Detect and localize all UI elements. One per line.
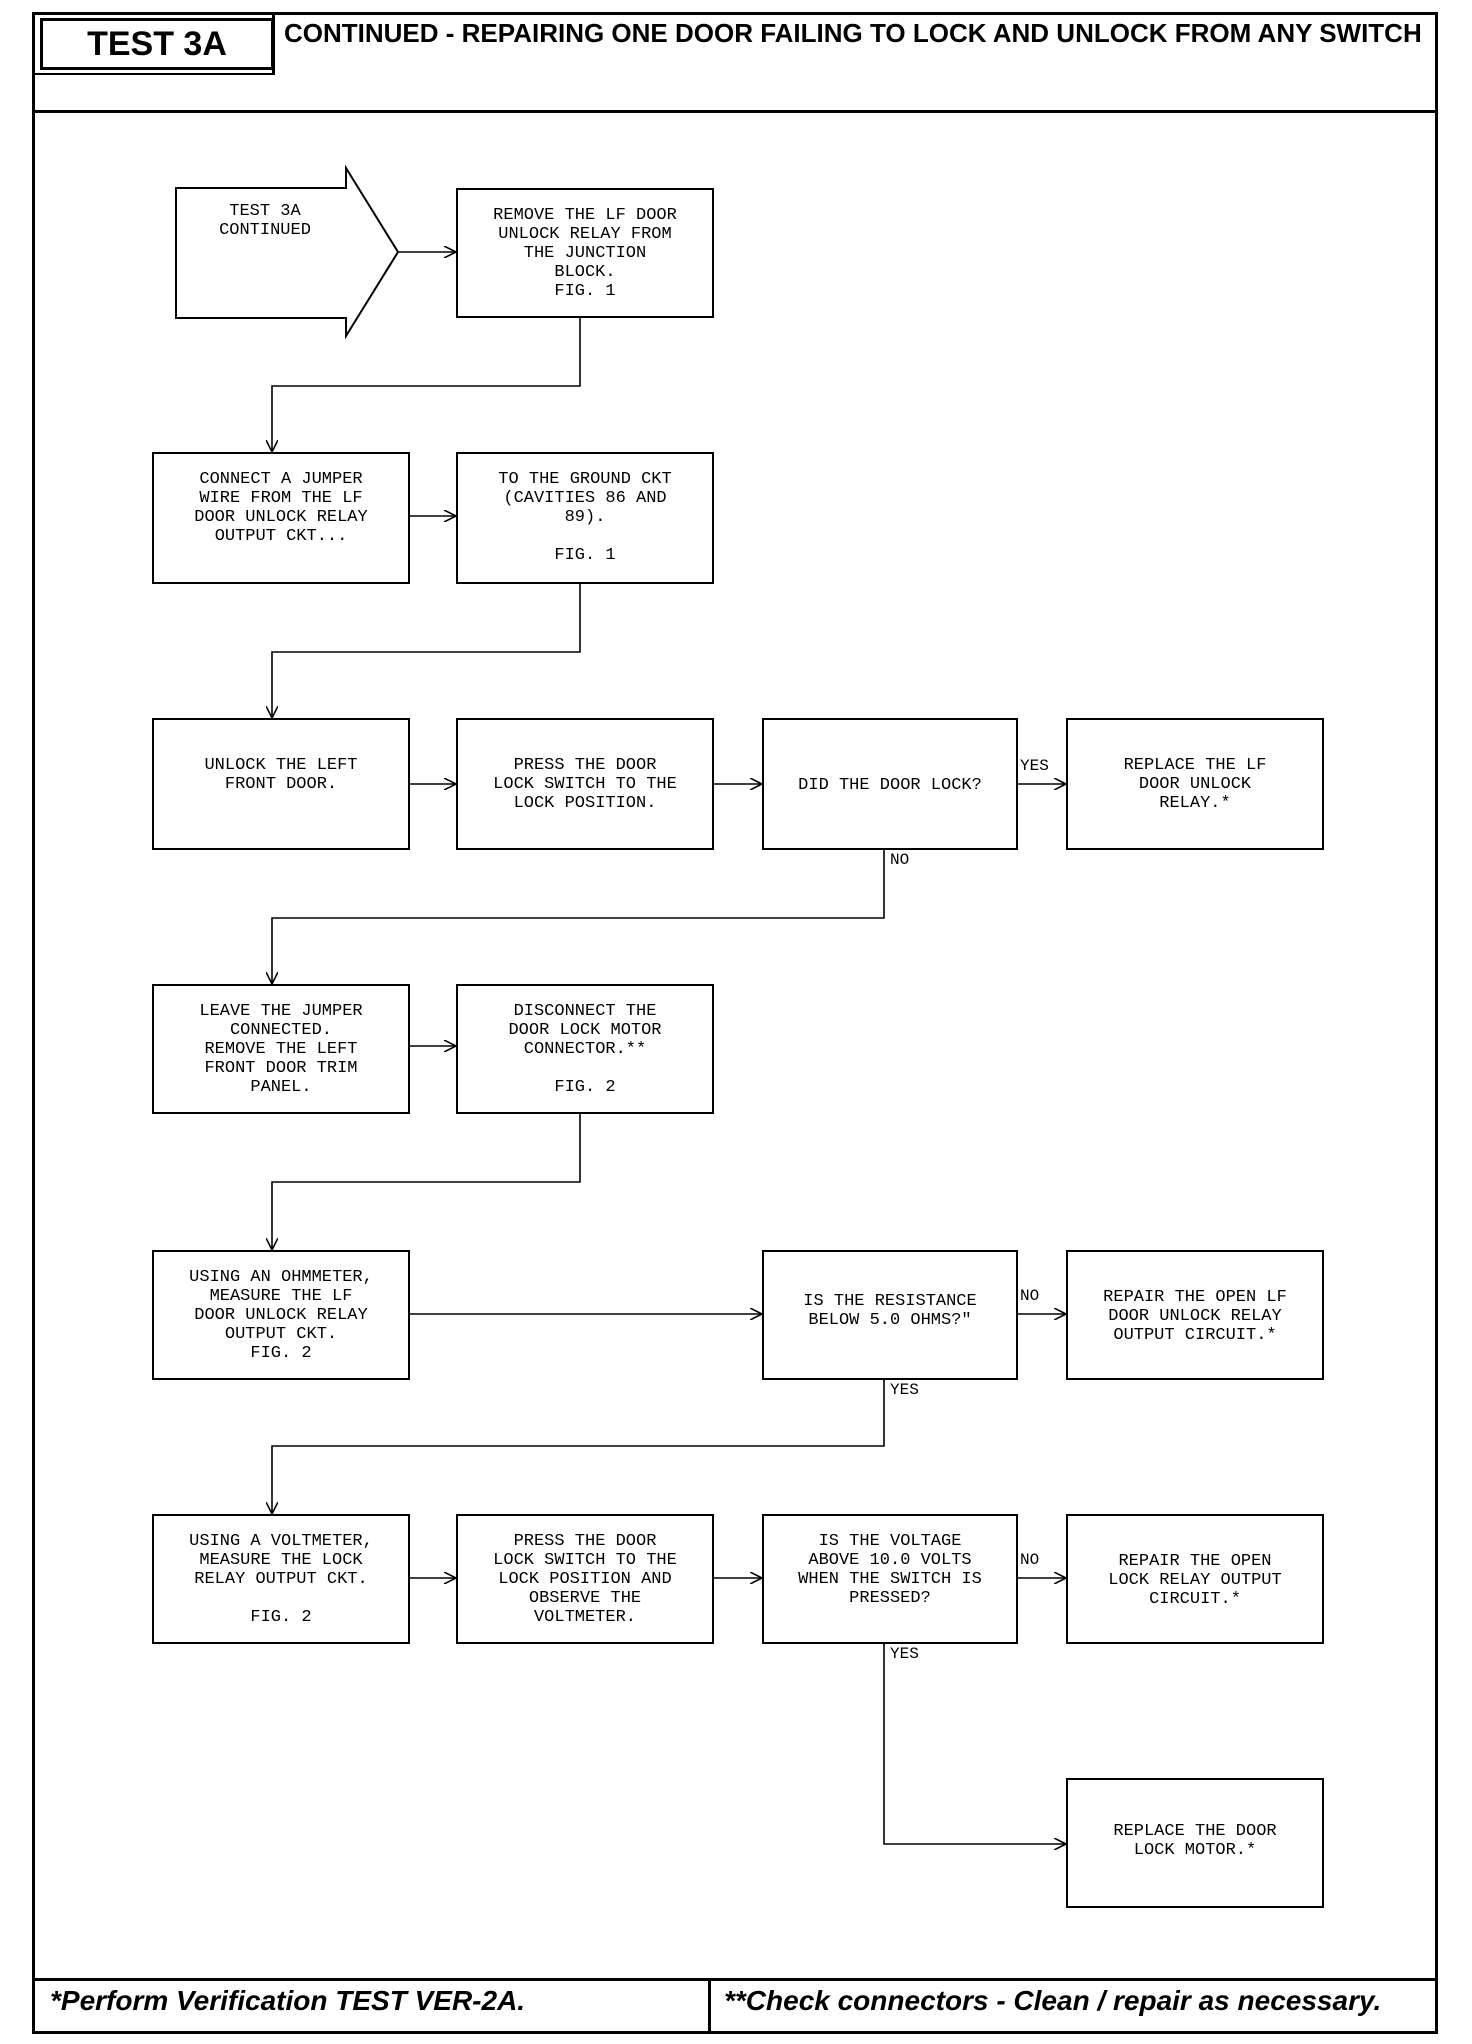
step-repair-lf-circuit: REPAIR THE OPEN LF DOOR UNLOCK RELAY OUT… [1066, 1250, 1324, 1380]
page-title: CONTINUED - REPAIRING ONE DOOR FAILING T… [284, 18, 1422, 48]
page-frame [32, 12, 1438, 2034]
step-press-switch-lock: PRESS THE DOOR LOCK SWITCH TO THE LOCK P… [456, 718, 714, 850]
step-ground-ckt: TO THE GROUND CKT (CAVITIES 86 AND 89). … [456, 452, 714, 584]
footer-divider [32, 1978, 1438, 1981]
start-arrow-shape [175, 164, 400, 340]
step-press-observe: PRESS THE DOOR LOCK SWITCH TO THE LOCK P… [456, 1514, 714, 1644]
test-id: TEST 3A [40, 18, 274, 70]
footer-connectors-note: **Check connectors - Clean / repair as n… [724, 1985, 1382, 2016]
label-no-voltage: NO [1020, 1551, 1040, 1569]
label-yes-resistance: YES [890, 1381, 919, 1399]
step-replace-relay: REPLACE THE LF DOOR UNLOCK RELAY.* [1066, 718, 1324, 850]
label-yes-did-lock: YES [1020, 757, 1049, 775]
arrow-remove-to-connect [272, 318, 581, 452]
step-remove-relay: REMOVE THE LF DOOR UNLOCK RELAY FROM THE… [456, 188, 714, 318]
step-replace-motor: REPLACE THE DOOR LOCK MOTOR.* [1066, 1778, 1324, 1908]
step-repair-lock-circuit: REPAIR THE OPEN LOCK RELAY OUTPUT CIRCUI… [1066, 1514, 1324, 1644]
footer-split [708, 1978, 711, 2034]
label-no-resistance: NO [1020, 1287, 1040, 1305]
step-connect-jumper: CONNECT A JUMPER WIRE FROM THE LF DOOR U… [152, 452, 410, 584]
decision-is-voltage: IS THE VOLTAGE ABOVE 10.0 VOLTS WHEN THE… [762, 1514, 1018, 1644]
step-using-ohmmeter: USING AN OHMMETER, MEASURE THE LF DOOR U… [152, 1250, 410, 1380]
arrow-voltage-yes [883, 1644, 1066, 1844]
decision-is-resistance: IS THE RESISTANCE BELOW 5.0 OHMS?" [762, 1250, 1018, 1380]
arrow-ground-to-unlock [272, 584, 581, 718]
decision-did-door-lock: DID THE DOOR LOCK? [762, 718, 1018, 850]
step-disconnect-motor: DISCONNECT THE DOOR LOCK MOTOR CONNECTOR… [456, 984, 714, 1114]
label-yes-voltage: YES [890, 1645, 919, 1663]
header-subdivider [32, 73, 275, 75]
arrow-resistance-yes [272, 1380, 885, 1514]
footer-verification-note: *Perform Verification TEST VER-2A. [50, 1985, 526, 2016]
step-leave-jumper: LEAVE THE JUMPER CONNECTED. REMOVE THE L… [152, 984, 410, 1114]
start-label: TEST 3A CONTINUED [219, 202, 311, 240]
label-no-did-lock: NO [890, 851, 910, 869]
arrow-disconnect-to-ohm [272, 1114, 581, 1250]
arrow-didlock-no [272, 850, 885, 984]
step-using-voltmeter: USING A VOLTMETER, MEASURE THE LOCK RELA… [152, 1514, 410, 1644]
header-divider [32, 110, 1438, 113]
step-unlock-door: UNLOCK THE LEFT FRONT DOOR. [152, 718, 410, 850]
